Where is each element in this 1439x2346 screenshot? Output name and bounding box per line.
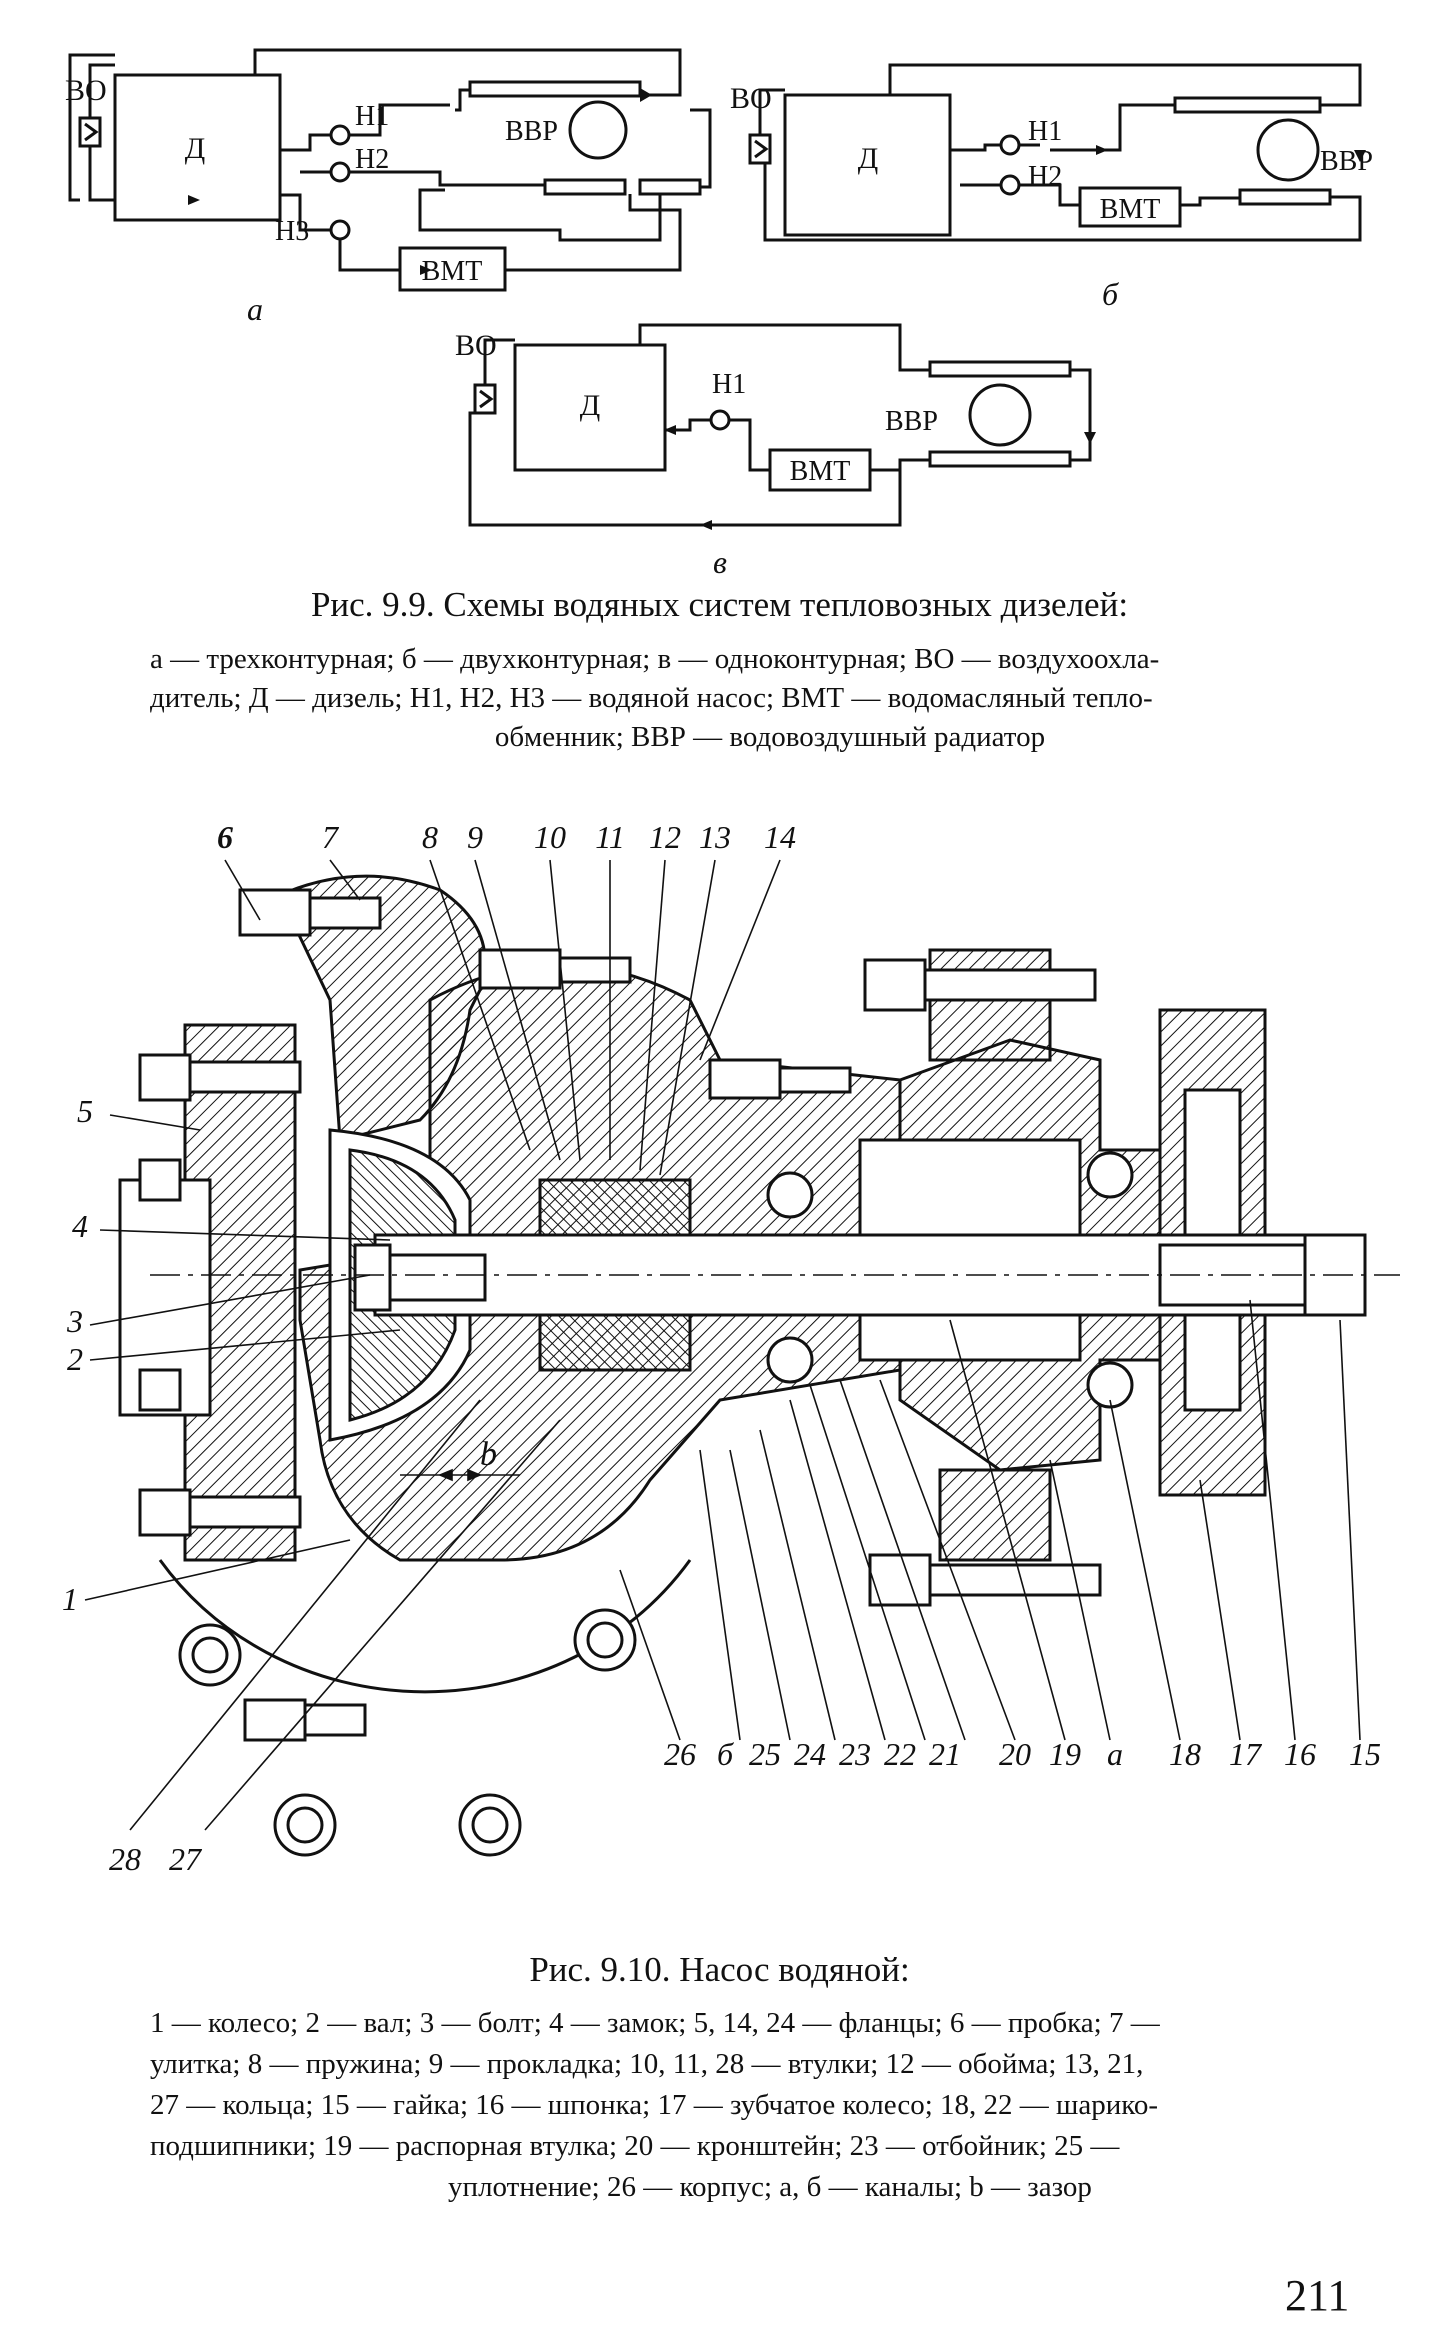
- label-vo-b: ВО: [730, 82, 772, 115]
- seal-upper: [538, 1178, 692, 1237]
- callout-22: 22: [884, 1736, 916, 1772]
- callout-7: 7: [322, 819, 340, 855]
- label-vvr-v: ВВР: [885, 406, 938, 437]
- callout-11: 11: [595, 819, 625, 855]
- label-vmt-b: ВМТ: [1100, 194, 1161, 225]
- label-vo-v: ВО: [455, 329, 497, 362]
- panel-label-b: б: [1102, 276, 1119, 312]
- callout-channel-b: б: [717, 1736, 734, 1772]
- panel-label-a: а: [247, 291, 263, 327]
- callout-6: 6: [217, 819, 233, 855]
- callout-9: 9: [467, 819, 483, 855]
- fig-9-10-pump-drawing: b 6 7 8 9 10 11 12 13 14 5 4 3 2 1 26 б …: [62, 819, 1400, 1877]
- ball-bearing: [766, 1171, 814, 1219]
- callout-17: 17: [1229, 1736, 1263, 1772]
- label-vmt-v: ВМТ: [790, 456, 851, 487]
- radiator-circle-a: [568, 100, 628, 160]
- callout-10: 10: [534, 819, 566, 855]
- callout-3: 3: [66, 1303, 83, 1339]
- callout-1: 1: [62, 1581, 78, 1617]
- gap-label-b: b: [480, 1436, 497, 1473]
- callout-19: 19: [1049, 1736, 1081, 1772]
- figure-9-10-legend: 1 — колесо; 2 — вал; 3 — болт; 4 — замок…: [150, 2003, 1390, 2208]
- callout-16: 16: [1284, 1736, 1316, 1772]
- legend-line: уплотнение; 26 — корпус; а, б — каналы; …: [448, 2171, 1092, 2203]
- callout-5: 5: [77, 1093, 93, 1129]
- label-vvr-b: ВВР: [1320, 146, 1373, 177]
- callout-14: 14: [764, 819, 796, 855]
- callout-labels: 6 7 8 9 10 11 12 13 14 5 4 3 2 1 26 б 25…: [62, 819, 1381, 1877]
- callout-24: 24: [794, 1736, 826, 1772]
- callout-25: 25: [749, 1736, 781, 1772]
- scheme-v: [468, 323, 1092, 527]
- legend-line: 27 — кольца; 15 — гайка; 16 — шпонка; 17…: [150, 2089, 1159, 2121]
- legend-line: дитель; Д — дизель; Н1, Н2, Н3 — водяной…: [150, 682, 1153, 714]
- legend-line: 1 — колесо; 2 — вал; 3 — болт; 4 — замок…: [150, 2007, 1160, 2039]
- callout-12: 12: [649, 819, 681, 855]
- label-h1-v: Н1: [712, 369, 746, 400]
- callout-13: 13: [699, 819, 731, 855]
- panel-label-v: в: [713, 544, 727, 580]
- diesel-box-b: [783, 93, 952, 237]
- label-vo-a: ВО: [65, 74, 107, 107]
- legend-line: а — трехконтурная; б — двухконтурная; в …: [150, 643, 1160, 675]
- ball-bearing: [1086, 1151, 1134, 1199]
- diesel-box-a: [113, 73, 282, 222]
- callout-channel-a: а: [1107, 1736, 1123, 1772]
- air-cooler-symbol-a: [84, 122, 99, 142]
- seal-lower: [538, 1313, 692, 1372]
- label-d-v: Д: [580, 389, 600, 422]
- label-h2-b: Н2: [1028, 161, 1062, 192]
- fig-9-9-diagrams: ВО Д Н1 Н2 Н3 ВВР ВМТ а ВО Д Н1 Н2 ВВР В…: [65, 48, 1373, 580]
- label-vmt-a: ВМТ: [422, 256, 483, 287]
- figure-9-9-title: Рис. 9.9. Схемы водяных систем тепловозн…: [310, 585, 1129, 624]
- gap-dimension: [400, 1468, 520, 1482]
- figure-9-9-legend: а — трехконтурная; б — двухконтурная; в …: [150, 640, 1390, 757]
- label-d-a: Д: [185, 132, 205, 165]
- callout-8: 8: [422, 819, 438, 855]
- legend-line: подшипники; 19 — распорная втулка; 20 — …: [150, 2130, 1120, 2162]
- callout-15: 15: [1349, 1736, 1381, 1772]
- bolts: [138, 888, 1102, 1742]
- page-number: 211: [1285, 2271, 1350, 2320]
- scheme-a: [68, 48, 712, 292]
- vmt-box-b: [1078, 186, 1182, 228]
- scheme-b: [748, 63, 1362, 242]
- callout-21: 21: [929, 1736, 961, 1772]
- radiator-circle-v: [968, 383, 1032, 447]
- callout-23: 23: [839, 1736, 871, 1772]
- label-vvr-a: ВВР: [505, 116, 558, 147]
- diesel-box-v: [513, 343, 667, 472]
- radiator-circle-b: [1256, 118, 1320, 182]
- label-h1-a: Н1: [355, 101, 389, 132]
- legend-line: улитка; 8 — пружина; 9 — прокладка; 10, …: [150, 2048, 1144, 2080]
- figure-9-10-title: Рис. 9.10. Насос водяной:: [529, 1950, 910, 1989]
- leader-lines: [84, 859, 1361, 1831]
- ball-bearing: [766, 1336, 814, 1384]
- ball-bearing: [1086, 1361, 1134, 1409]
- label-h2-a: Н2: [355, 144, 389, 175]
- callout-28: 28: [109, 1841, 141, 1877]
- legend-line: обменник; ВВР — водовоздушный радиатор: [494, 721, 1046, 753]
- callout-26: 26: [664, 1736, 696, 1772]
- callout-2: 2: [67, 1341, 83, 1377]
- callout-18: 18: [1169, 1736, 1201, 1772]
- label-h1-b: Н1: [1028, 116, 1062, 147]
- callout-4: 4: [72, 1208, 88, 1244]
- label-h3-a: Н3: [275, 216, 309, 247]
- callout-20: 20: [999, 1736, 1031, 1772]
- callout-27: 27: [169, 1841, 203, 1877]
- label-d-b: Д: [858, 142, 878, 175]
